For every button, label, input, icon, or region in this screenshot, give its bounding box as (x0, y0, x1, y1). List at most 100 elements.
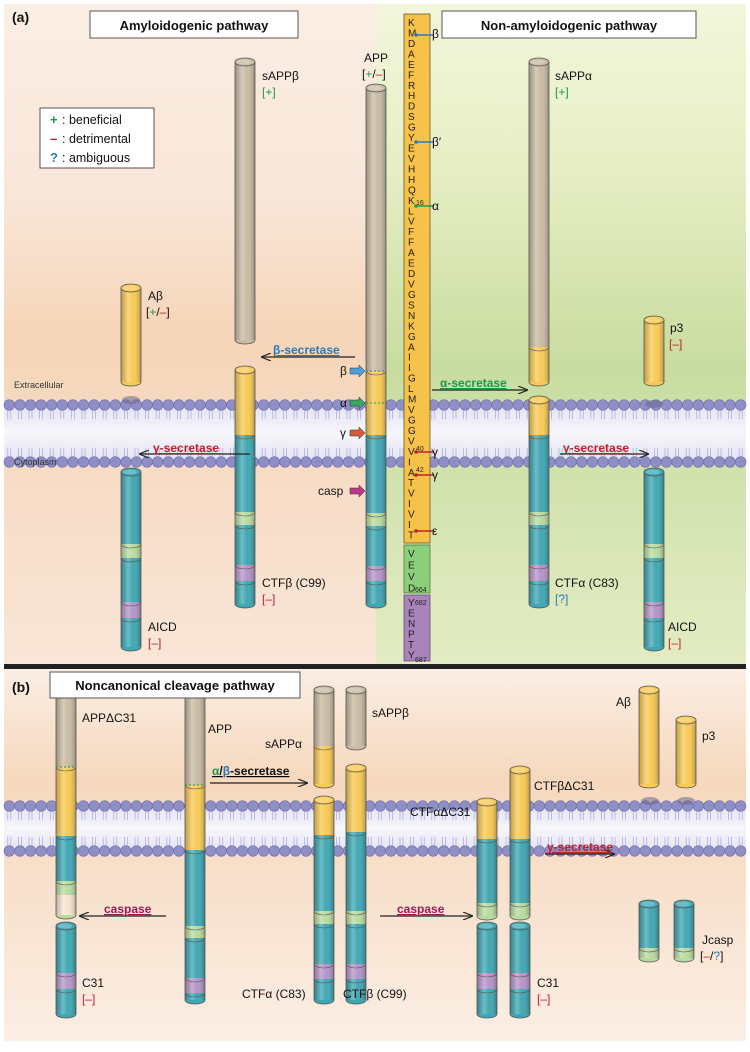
sequence-residue: D (408, 39, 415, 50)
membrane-b-head-bottom (692, 845, 704, 857)
sappb-tag: [+] (262, 85, 276, 99)
ctfa-cylinder-top-shine (531, 397, 545, 403)
aicd-right-cylinder-shade (644, 472, 664, 647)
p3-b-cylinder-top-shine (678, 717, 692, 723)
sequence-alpha-pointer-dot (414, 204, 418, 208)
sequence-residue: D (408, 102, 415, 113)
membrane-a-head-top (141, 399, 153, 411)
membrane-a-head-top (629, 399, 641, 411)
membrane-a-head-top (56, 399, 68, 411)
app-cylinder (365, 83, 387, 609)
ctfa-b-label: CTFα (C83) (242, 987, 306, 1001)
sequence-residue: E (408, 60, 415, 71)
alpha-site-pointer (349, 396, 366, 410)
marker-alpha-label: α (340, 396, 347, 410)
ctfb-cylinder-bottom-cap (234, 603, 256, 609)
legend-ambiguous-text: : ambiguous (62, 151, 130, 165)
sequence-green-box (403, 544, 431, 594)
app-dc31-cylinder-shade (56, 690, 76, 915)
sequence-residue: G (408, 123, 416, 134)
app-cylinder-band-edge (365, 370, 387, 376)
p3-label: p3 (670, 321, 684, 335)
sequence-residue: L (408, 206, 414, 217)
membrane-a-head-bottom (332, 456, 344, 468)
membrane-a-head-top (597, 399, 609, 411)
ctfa-dc31-cylinder-bottom-cap (476, 915, 498, 921)
membrane-a-head-top (311, 399, 323, 411)
c31-right-2-cylinder-bottom-cap (509, 1013, 531, 1019)
membrane-b-head-bottom (406, 845, 418, 857)
ctfa-cylinder-band-edge (528, 580, 550, 586)
jcasp-2-cylinder-top-shine (676, 901, 690, 907)
ctfa-b-cylinder-band-edge (313, 923, 335, 929)
membrane-a-head-top (258, 399, 270, 411)
membrane-a-head-bottom (660, 456, 673, 468)
membrane-a-head-bottom (77, 456, 90, 468)
c31-right-label: C31 (537, 976, 559, 990)
sequence-residue: V (408, 510, 415, 521)
membrane-a-head-bottom (448, 456, 461, 468)
seq-site-alpha: α (432, 199, 439, 213)
c31-left-cylinder-band-edge (55, 972, 77, 978)
membrane-b-head-top (576, 800, 588, 812)
app-cylinder-band-edge (365, 565, 387, 571)
ctfa-dc31-cylinder-band-edge (476, 902, 498, 908)
seq-site-beta-prime: β′ (432, 135, 442, 149)
sappa-cylinder (528, 57, 550, 387)
abeta-b-cylinder-top-cap (638, 685, 660, 695)
membrane-b-head-bottom (268, 845, 280, 857)
membrane-a-head-bottom (671, 456, 683, 468)
membrane-a-head-bottom (88, 456, 100, 468)
sequence-residue: S (408, 300, 415, 311)
aicd-right-cylinder-band-edge (643, 543, 665, 549)
membrane-a-head-top (99, 399, 111, 411)
sequence-residue: F (408, 227, 414, 238)
c31-right-2-cylinder-band-edge (509, 988, 531, 994)
aicd-right-cylinder-band-edge (643, 601, 665, 607)
sequence-residue: A (408, 49, 415, 60)
app-b-cylinder-bottom-cap (184, 999, 206, 1005)
sappb-b-cylinder-bottom-cap (345, 745, 367, 751)
ctfb-b-cylinder-band-edge (345, 831, 367, 837)
membrane-pore (641, 797, 659, 805)
panel-a-right-background (376, 4, 746, 664)
ctfb-dc31-cylinder-band-edge (509, 902, 531, 908)
jcasp-1-cylinder-top-shine (641, 901, 655, 907)
membrane-a-head-top (724, 399, 736, 411)
aicd-left-label: AICD (148, 620, 177, 634)
membrane-b-head-bottom (215, 845, 227, 857)
c31-right-1-cylinder-band-edge (476, 972, 498, 978)
sequence-residue: K (408, 18, 415, 29)
membrane-a-head-bottom (586, 456, 598, 468)
app-dc31-cylinder-band-edge (55, 880, 77, 886)
abeta-b-cylinder (638, 685, 660, 789)
ctfa-cylinder-shade (529, 400, 549, 604)
sequence-residue: G (408, 426, 416, 437)
membrane-b-head-bottom (258, 845, 270, 857)
sequence-residue: T (408, 640, 414, 651)
membrane-a-head-bottom (713, 456, 726, 468)
aicd-left-cylinder-top-shine (123, 469, 137, 475)
sequence-residue: S (408, 112, 415, 123)
app-b-label: APP (208, 722, 232, 736)
c31-left-cylinder-bottom-cap (55, 1013, 77, 1019)
amyloidogenic-title-box (89, 10, 299, 39)
membrane-a-head-top (24, 399, 37, 411)
abeta-b-cylinder-bottom-cap (638, 783, 660, 789)
membrane-b-head-top (289, 800, 302, 812)
ctfb-b-cylinder-band-edge (345, 978, 367, 984)
membrane-a-head-bottom (607, 456, 620, 468)
sequence-residue: V (408, 405, 415, 416)
membrane-a-head-bottom (130, 456, 143, 468)
abeta-cylinder (120, 283, 142, 387)
membrane-b-head-bottom (99, 845, 111, 857)
sequence-residue-number: 664 (415, 587, 427, 594)
membrane-a-head-bottom (279, 456, 291, 468)
c31-right-1-cylinder-shade (477, 926, 497, 1014)
membrane-b-head-top (173, 800, 185, 812)
membrane-b-head-bottom (417, 845, 429, 857)
membrane-b-head-bottom (173, 845, 185, 857)
ctfa-b-cylinder-bottom-cap (313, 999, 335, 1005)
sequence-residue: H (408, 175, 415, 186)
